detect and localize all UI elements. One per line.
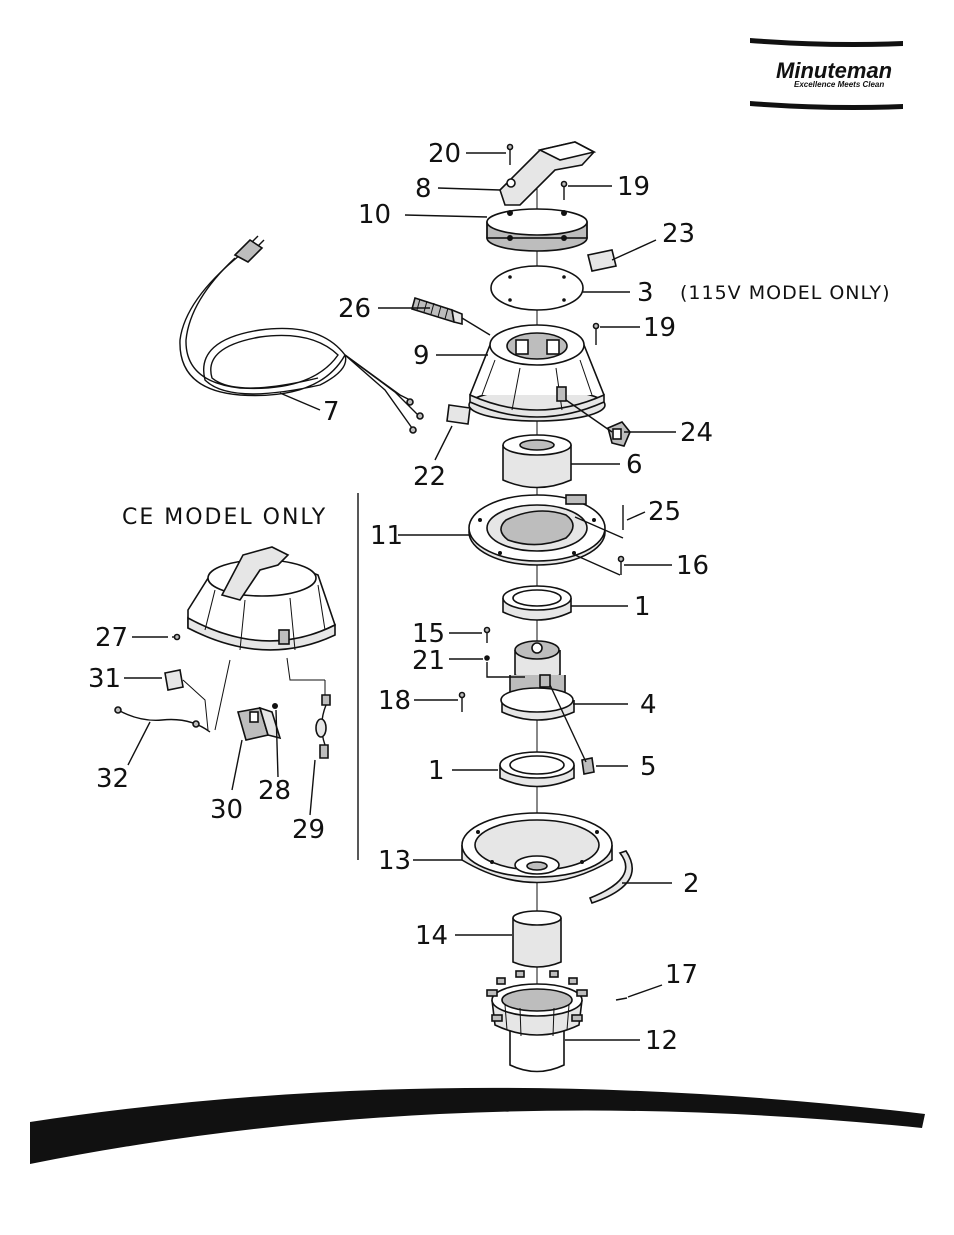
- label-19-lower: 19: [643, 313, 676, 343]
- label-17: 17: [665, 960, 698, 990]
- label-9: 9: [413, 341, 430, 371]
- label-part-23: [588, 250, 616, 271]
- note-115v-model: (115V MODEL ONLY): [680, 282, 891, 304]
- strain-relief-part-26: [412, 298, 462, 324]
- label-part-22: [447, 405, 470, 424]
- float-cage-part-12: [487, 971, 587, 1072]
- cord-part-29: [316, 680, 330, 758]
- label-16: 16: [676, 551, 709, 581]
- muffler-part-6: [503, 435, 571, 488]
- label-24: 24: [680, 418, 713, 448]
- washer-21: [484, 655, 490, 661]
- label-11: 11: [370, 521, 403, 551]
- label-26: 26: [338, 294, 371, 324]
- screw-18: [460, 693, 465, 713]
- ce-model-assembly: [188, 547, 335, 730]
- label-6: 6: [626, 450, 643, 480]
- screw-15: [485, 628, 490, 644]
- motor-cover-part-10: [487, 209, 587, 251]
- module-part-30: [238, 708, 280, 740]
- label-19-upper: 19: [617, 172, 650, 202]
- label-25: 25: [648, 497, 681, 527]
- head-base-part-13: [462, 813, 612, 883]
- label-1-lower: 1: [428, 756, 445, 786]
- screw-16: [619, 557, 624, 576]
- brand-tagline: Excellence Meets Clean: [794, 80, 884, 89]
- screw-20: [508, 145, 513, 166]
- screw-28: [272, 703, 278, 709]
- handle-part-8: [500, 142, 594, 205]
- label-29: 29: [292, 815, 325, 845]
- label-20: 20: [428, 139, 461, 169]
- label-18: 18: [378, 686, 411, 716]
- label-1-upper: 1: [634, 592, 651, 622]
- label-4: 4: [640, 690, 657, 720]
- connector-part-5: [582, 758, 594, 774]
- power-cord-part-7: [180, 236, 423, 433]
- label-14: 14: [415, 921, 448, 951]
- label-10: 10: [358, 200, 391, 230]
- switch-part-24: [608, 422, 630, 446]
- label-7: 7: [323, 397, 340, 427]
- mounting-plate-part-11: [469, 495, 605, 565]
- label-31: 31: [88, 664, 121, 694]
- seal-part-1-lower: [500, 752, 574, 787]
- label-28: 28: [258, 776, 291, 806]
- label-8: 8: [415, 174, 432, 204]
- screw-19-upper: [562, 182, 567, 201]
- motor-shroud-part-9: [469, 325, 605, 421]
- label-21: 21: [412, 646, 445, 676]
- filter-part-14: [513, 911, 561, 967]
- label-32: 32: [96, 764, 129, 794]
- label-3: 3: [637, 278, 654, 308]
- screw-27: [172, 635, 180, 640]
- label-5: 5: [640, 752, 657, 782]
- label-30: 30: [210, 795, 243, 825]
- label-23: 23: [662, 219, 695, 249]
- label-22: 22: [413, 462, 446, 492]
- motor-part-4: [501, 641, 574, 720]
- label-15: 15: [412, 619, 445, 649]
- screw-17: [616, 998, 627, 1000]
- note-ce-model: CE MODEL ONLY: [122, 505, 327, 530]
- screw-19-lower: [594, 324, 599, 346]
- brand-logo: Minuteman Excellence Meets Clean: [750, 38, 903, 110]
- label-13: 13: [378, 846, 411, 876]
- wire-part-32: [115, 707, 210, 732]
- label-27: 27: [95, 623, 128, 653]
- label-12: 12: [645, 1026, 678, 1056]
- label-2: 2: [683, 869, 700, 899]
- seal-part-1-upper: [503, 586, 571, 620]
- gasket-part-3: [491, 266, 583, 310]
- footer-swoosh: [30, 1088, 925, 1164]
- part-labels: 20 8 19 10 23 3 26 19 9 7 24 6 22 25 11 …: [88, 139, 713, 1056]
